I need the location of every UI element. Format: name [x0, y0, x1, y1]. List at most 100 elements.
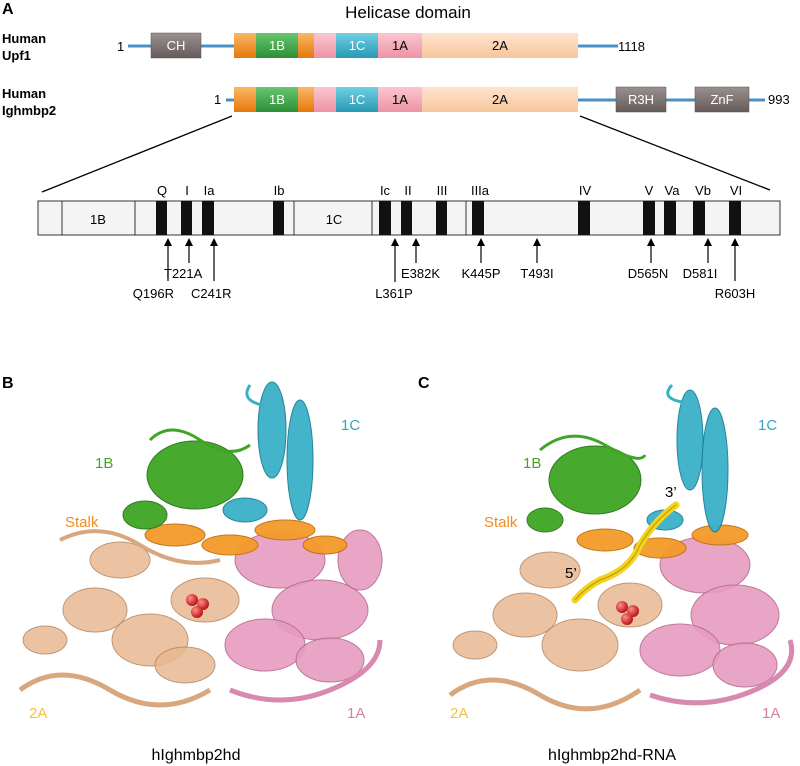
structure-c-label-1c: 1C [758, 417, 777, 434]
ighmbp2-domain-1a: 1A [378, 87, 422, 112]
mutation-label-d565n: D565N [628, 266, 668, 281]
ighmbp2-species-label: Human [2, 86, 46, 101]
motif-label-q: Q [157, 183, 167, 198]
ighmbp2-domain-1c: 1C [336, 87, 378, 112]
mutation-arrow-r603h [731, 238, 739, 281]
mutation-label-q196r: Q196R [133, 286, 174, 301]
motif-map: 1B 1C Q I Ia Ib Ic II III IIIa IV V Va V… [37, 183, 781, 236]
upf1-domain-ch: CH [150, 32, 202, 59]
mutation-arrow-e382k [412, 238, 420, 263]
mutation-label-r603h: R603H [715, 286, 755, 301]
svg-text:1C: 1C [349, 92, 366, 107]
structure-c-label-stalk: Stalk [484, 514, 518, 531]
svg-text:1C: 1C [349, 38, 366, 53]
upf1-domain-1a-part1 [314, 33, 336, 58]
structure-b-stalk [144, 519, 348, 556]
structure-c [448, 383, 794, 712]
structure-b-domain-1b [122, 428, 251, 530]
ighmbp2-domain-znf: ZnF [694, 86, 750, 113]
panel-c-letter: C [418, 375, 430, 392]
structure-c-domain-1c [646, 383, 729, 533]
svg-text:1A: 1A [392, 38, 408, 53]
motif-region-1b: 1B [90, 212, 106, 227]
motif-label-ia: Ia [204, 183, 216, 198]
mutation-arrow-l361p [391, 238, 399, 282]
structure-c-domain-1b [526, 434, 647, 533]
motif-block-ia [202, 201, 214, 235]
motif-label-ii: II [404, 183, 411, 198]
ighmbp2-name-label: Ighmbp2 [2, 103, 56, 118]
motif-block-ii [401, 201, 412, 235]
motif-block-v [643, 201, 655, 235]
motif-block-i [181, 201, 192, 235]
mutation-label-k445p: K445P [461, 266, 500, 281]
svg-text:1A: 1A [392, 92, 408, 107]
structure-c-label-1a: 1A [762, 705, 780, 722]
mutation-label-l361p: L361P [375, 286, 413, 301]
structure-c-rna-strand [574, 504, 677, 601]
structure-c-label-3prime: 3’ [665, 484, 677, 501]
motif-label-vi: VI [730, 183, 742, 198]
panel-b-letter: B [2, 375, 14, 392]
svg-text:2A: 2A [492, 38, 508, 53]
ighmbp2-domain-1a-part1 [314, 87, 336, 112]
motif-block-va [664, 201, 676, 235]
structure-b [18, 381, 383, 708]
ighmbp2-row: Human Ighmbp2 1 1B 1C 1A 2A R3H ZnF [2, 86, 790, 118]
structure-b-ion [186, 594, 209, 618]
svg-text:ZnF: ZnF [710, 92, 733, 107]
motif-label-i: I [185, 183, 189, 198]
upf1-domain-2a: 2A [422, 33, 578, 58]
structure-c-ion [616, 601, 639, 625]
upf1-stalk-left [234, 33, 256, 58]
ighmbp2-end-label: 993 [768, 92, 790, 107]
upf1-row: Human Upf1 1 CH 1B 1C 1A 2A 1118 [2, 31, 645, 63]
structure-b-caption: hIghmbp2hd [152, 747, 241, 764]
motif-block-vb [693, 201, 705, 235]
upf1-start-label: 1 [117, 39, 124, 54]
upf1-stalk-right [298, 33, 314, 58]
structure-c-caption: hIghmbp2hd-RNA [548, 747, 676, 764]
structure-b-label-2a: 2A [29, 705, 47, 722]
panel-a-letter: A [2, 1, 14, 18]
motif-label-iv: IV [579, 183, 592, 198]
upf1-domain-1c: 1C [336, 33, 378, 58]
motif-label-v: V [645, 183, 654, 198]
mutation-arrow-d565n [647, 238, 655, 263]
motif-block-ic [379, 201, 391, 235]
structure-b-label-1a: 1A [347, 705, 365, 722]
structure-b-label-stalk: Stalk [65, 514, 99, 531]
structure-b-domain-1c [222, 381, 314, 523]
ighmbp2-domain-r3h: R3H [615, 86, 667, 113]
zoom-line-left [41, 115, 233, 193]
structure-c-stalk [576, 524, 749, 559]
ighmbp2-domain-1b: 1B [256, 87, 298, 112]
upf1-domain-1b: 1B [256, 33, 298, 58]
structure-c-label-5prime: 5’ [565, 565, 577, 582]
motif-region-1c: 1C [326, 212, 343, 227]
svg-text:R3H: R3H [628, 92, 654, 107]
svg-text:1B: 1B [269, 92, 285, 107]
motif-block-ib [273, 201, 284, 235]
mutation-arrow-c241r [210, 238, 218, 281]
mutation-arrow-d581i [704, 238, 712, 263]
upf1-domain-1a: 1A [378, 33, 422, 58]
upf1-species-label: Human [2, 31, 46, 46]
mutation-arrow-t221a [185, 238, 193, 263]
mutation-label-c241r: C241R [191, 286, 231, 301]
zoom-line-right [579, 115, 771, 191]
motif-label-ic: Ic [380, 183, 391, 198]
mutation-arrows [164, 238, 739, 282]
mutation-label-t493i: T493I [520, 266, 553, 281]
motif-block-vi [729, 201, 741, 235]
structure-c-label-1b: 1B [523, 455, 541, 472]
upf1-end-label: 1118 [618, 39, 645, 54]
structure-b-label-1b: 1B [95, 455, 113, 472]
structure-c-domain-2a [448, 551, 663, 712]
mutation-label-e382k: E382K [401, 266, 440, 281]
svg-text:2A: 2A [492, 92, 508, 107]
structure-b-domain-1a [224, 529, 383, 703]
upf1-name-label: Upf1 [2, 48, 31, 63]
motif-label-ib: Ib [274, 183, 285, 198]
